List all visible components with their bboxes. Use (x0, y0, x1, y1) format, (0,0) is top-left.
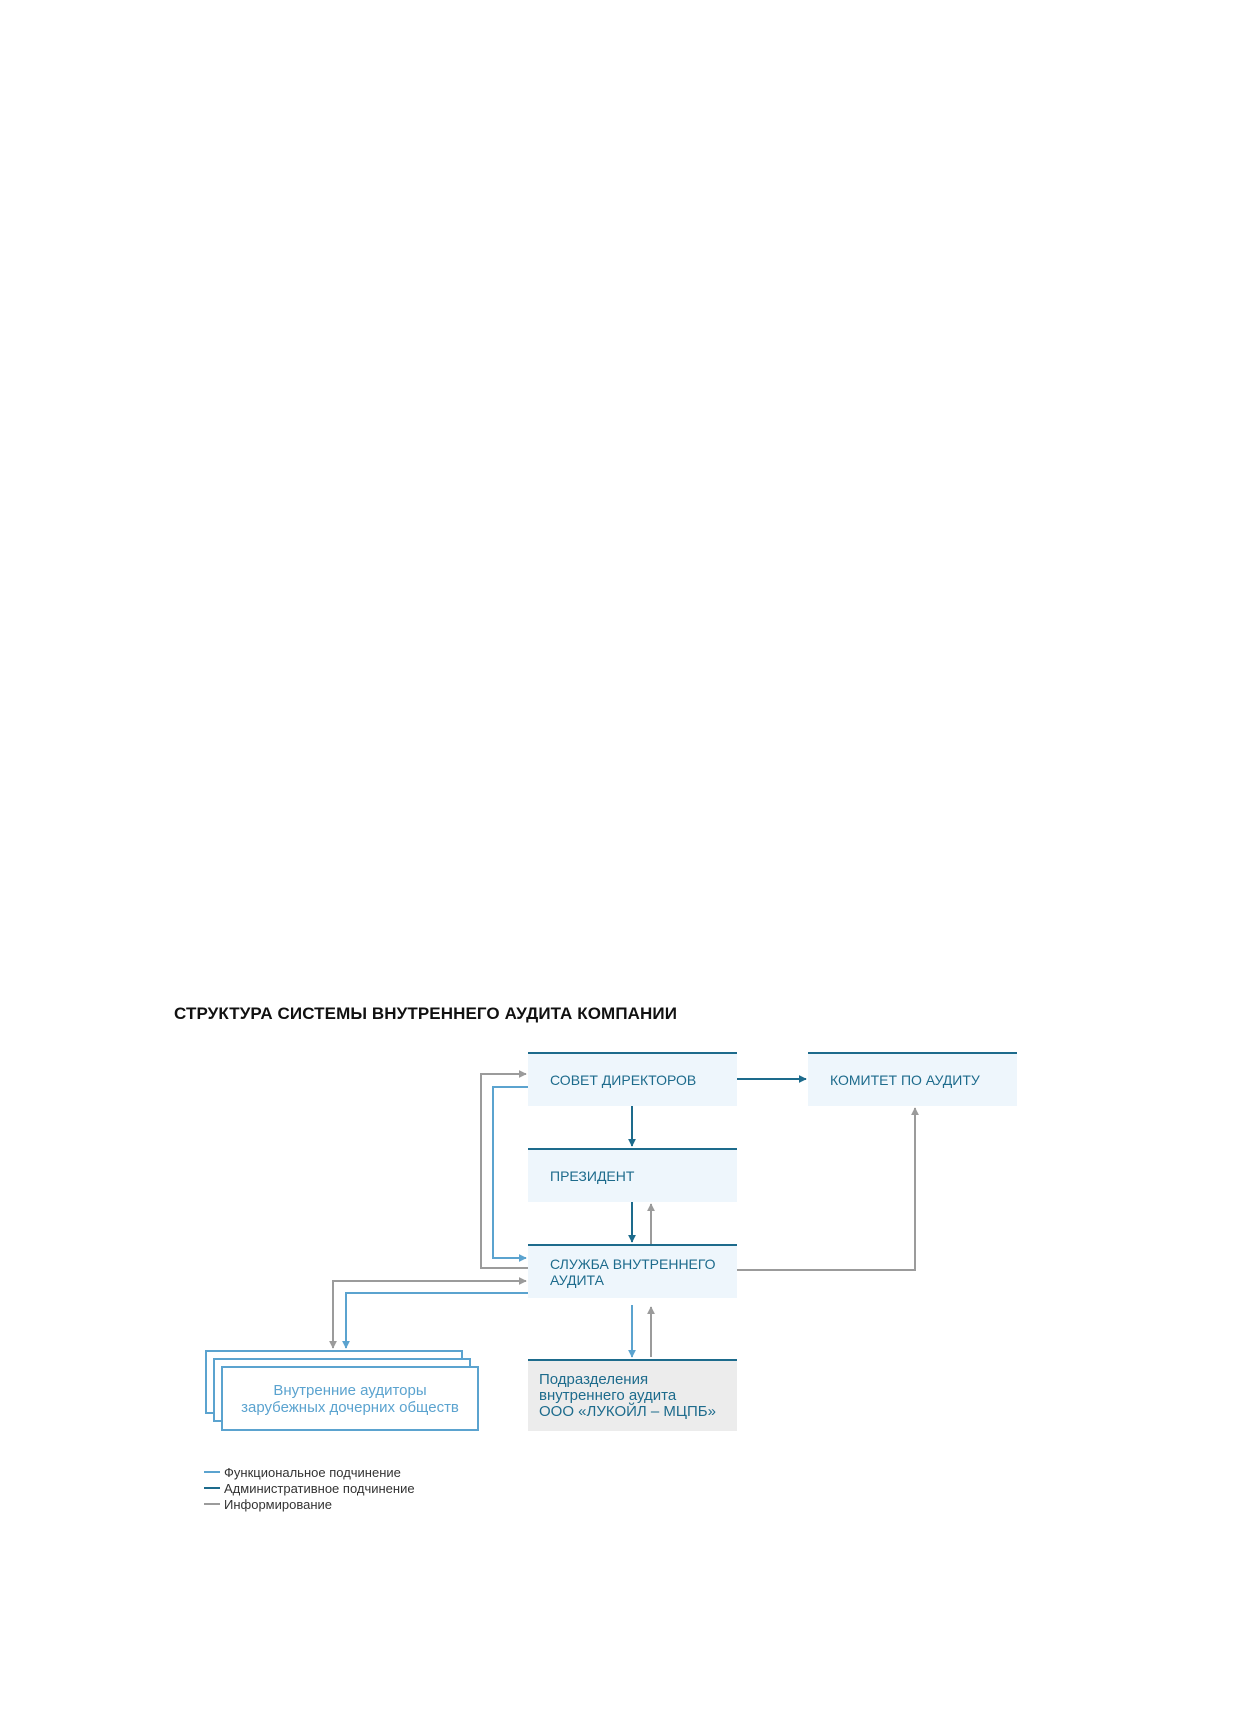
node-president: ПРЕЗИДЕНТ (528, 1148, 737, 1202)
arrow-service-to-board (480, 1070, 528, 1269)
arrow-foreign-info (332, 1277, 527, 1348)
node-foreign-label-line2: зарубежных дочерних обществ (241, 1398, 459, 1416)
node-foreign-label-line1: Внутренние аудиторы (273, 1381, 427, 1399)
legend-swatch-administrative (204, 1487, 220, 1489)
arrow-service-to-foreign (342, 1292, 528, 1349)
legend-item-functional: Функциональное подчинение (204, 1464, 415, 1480)
legend: Функциональное подчинение Административн… (204, 1464, 415, 1512)
legend-item-informing: Информирование (204, 1496, 415, 1512)
node-president-label: ПРЕЗИДЕНТ (550, 1168, 635, 1184)
node-units-label-line3: ООО «ЛУКОЙЛ – МЦПБ» (539, 1403, 716, 1420)
legend-label-informing: Информирование (224, 1496, 332, 1512)
node-committee-label: КОМИТЕТ ПО АУДИТУ (830, 1072, 980, 1088)
node-board-of-directors: СОВЕТ ДИРЕКТОРОВ (528, 1052, 737, 1106)
legend-label-administrative: Административное подчинение (224, 1480, 415, 1496)
node-units-label-line1: Подразделения (539, 1371, 649, 1388)
node-internal-audit-service: СЛУЖБА ВНУТРЕННЕГО АУДИТА (528, 1244, 737, 1298)
node-board-label: СОВЕТ ДИРЕКТОРОВ (550, 1072, 697, 1088)
arrow-service-to-committee (737, 1107, 919, 1271)
legend-label-functional: Функциональное подчинение (224, 1464, 401, 1480)
node-audit-committee: КОМИТЕТ ПО АУДИТУ (808, 1052, 1017, 1106)
node-foreign-auditors: Внутренние аудиторы зарубежных дочерних … (221, 1366, 479, 1431)
node-units-label-line2: внутреннего аудита (539, 1387, 677, 1404)
arrow-board-to-service (492, 1086, 528, 1262)
node-service-label-line2: АУДИТА (550, 1272, 604, 1288)
diagram-title: СТРУКТУРА СИСТЕМЫ ВНУТРЕННЕГО АУДИТА КОМ… (174, 1004, 678, 1023)
legend-swatch-informing (204, 1503, 220, 1505)
node-audit-units: Подразделения внутреннего аудита ООО «ЛУ… (528, 1359, 737, 1431)
node-service-label-line1: СЛУЖБА ВНУТРЕННЕГО (550, 1256, 716, 1272)
legend-swatch-functional (204, 1471, 220, 1473)
legend-item-administrative: Административное подчинение (204, 1480, 415, 1496)
